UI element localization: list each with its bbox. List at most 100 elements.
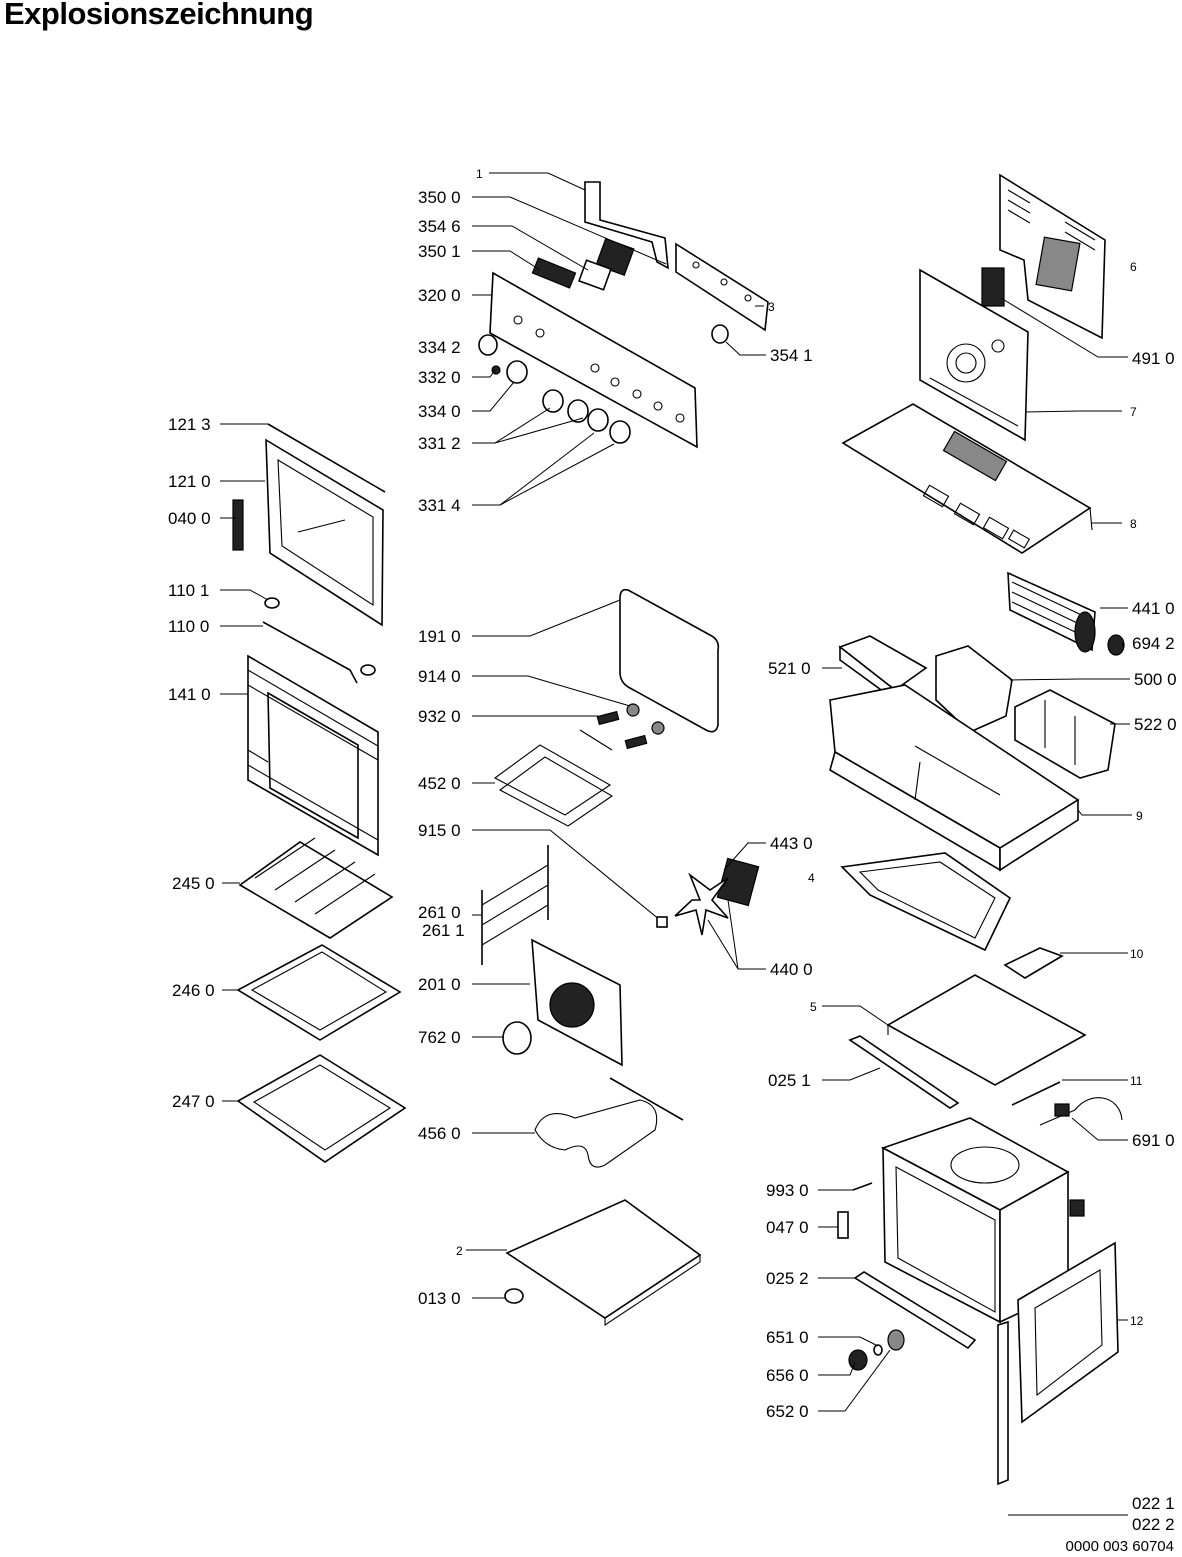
callout-261-1: 261 1 — [422, 921, 465, 940]
callout-354-6: 354 6 — [418, 217, 461, 236]
callout-025-1: 025 1 — [768, 1071, 811, 1090]
callout-914-0: 914 0 — [418, 667, 461, 686]
callout-3: 3 — [768, 300, 775, 314]
callout-141-0: 141 0 — [168, 685, 211, 704]
part-3-rear-plate — [675, 242, 769, 332]
part-932-0-spring — [596, 710, 648, 750]
callout-1: 1 — [476, 167, 483, 181]
callout-4: 4 — [808, 871, 815, 885]
part-12-frame — [1017, 1241, 1119, 1424]
callout-932-0: 932 0 — [418, 707, 461, 726]
callout-334-2: 334 2 — [418, 338, 461, 357]
callout-320-0: 320 0 — [418, 286, 461, 305]
callout-491-0: 491 0 — [1132, 349, 1175, 368]
callout-651-0: 651 0 — [766, 1328, 809, 1347]
part-5-side-plate — [886, 974, 1087, 1086]
part-022-door-strip — [997, 1320, 1009, 1486]
part-4-baffle — [840, 852, 1012, 952]
callout-452-0: 452 0 — [418, 774, 461, 793]
part-245-0-wire-shelf — [238, 837, 394, 939]
part-191-0-door-seal — [619, 588, 720, 733]
part-522-0-switch-block — [1014, 689, 1116, 779]
part-456-0-lower-heater — [534, 1077, 684, 1168]
callout-441-0: 441 0 — [1132, 599, 1175, 618]
callout-022-1: 022 1 — [1132, 1494, 1175, 1513]
part-121-0-door-frame — [265, 423, 386, 627]
part-491-0-terminal-block — [981, 267, 1005, 307]
callout-8: 8 — [1130, 517, 1137, 531]
part-201-0-fan-cover — [531, 938, 623, 1067]
callout-334-0: 334 0 — [418, 402, 461, 421]
callout-691-0: 691 0 — [1132, 1131, 1175, 1150]
part-040-0-hinge — [232, 499, 244, 551]
callout-443-0: 443 0 — [770, 834, 813, 853]
callout-201-0: 201 0 — [418, 975, 461, 994]
part-915-0-sensor — [549, 829, 668, 928]
document-number: 0000 003 60704 — [1065, 1538, 1174, 1555]
part-7-fan-panel — [919, 268, 1029, 442]
callout-456-0: 456 0 — [418, 1124, 461, 1143]
leader-lines — [220, 172, 1132, 1516]
part-control-knobs — [478, 334, 631, 444]
part-452-0-grill-heater — [493, 729, 614, 827]
part-354-1-cap — [711, 324, 729, 344]
callout-11: 11 — [1130, 1074, 1143, 1088]
callout-121-0: 121 0 — [168, 472, 211, 491]
part-914-0-nut — [626, 703, 665, 735]
callout-6: 6 — [1130, 260, 1137, 274]
callout-522-0: 522 0 — [1134, 715, 1177, 734]
part-320-0-control-fascia — [489, 271, 698, 449]
part-025-1-rail — [848, 1035, 960, 1109]
callout-652-0: 652 0 — [766, 1402, 809, 1421]
callout-025-2: 025 2 — [766, 1269, 809, 1288]
callout-047-0: 047 0 — [766, 1218, 809, 1237]
callout-331-2: 331 2 — [418, 434, 461, 453]
callout-656-0: 656 0 — [766, 1366, 809, 1385]
callout-247-0: 247 0 — [172, 1092, 215, 1111]
part-025-2-rail — [853, 1271, 977, 1350]
part-246-0-baking-tray — [236, 944, 402, 1041]
callout-245-0: 245 0 — [172, 874, 215, 893]
callout-694-2: 694 2 — [1132, 634, 1175, 653]
callout-500-0: 500 0 — [1134, 670, 1177, 689]
callout-022-2: 022 2 — [1132, 1515, 1175, 1534]
part-691-0-lamp-holder — [1039, 1097, 1123, 1126]
part-694-2-sensor — [1107, 634, 1125, 656]
part-350-0-control-module — [531, 237, 635, 291]
part-9-electronics-tray — [829, 684, 1080, 872]
callout-191-0: 191 0 — [418, 627, 461, 646]
callout-9: 9 — [1136, 809, 1143, 823]
callout-2: 2 — [456, 1244, 463, 1258]
part-440-0-fan-blade — [674, 872, 729, 936]
callout-5: 5 — [810, 1000, 817, 1014]
part-1-panel-bracket — [584, 181, 669, 270]
callout-440-0: 440 0 — [770, 960, 813, 979]
part-500-0-power-module — [935, 645, 1013, 733]
callout-261-0: 261 0 — [418, 903, 461, 922]
part-443-0-fan-motor — [716, 857, 760, 907]
callout-993-0: 993 0 — [766, 1181, 809, 1200]
part-261-shelf-supports — [481, 845, 549, 965]
callout-331-4: 331 4 — [418, 496, 461, 515]
part-10-bracket — [1003, 947, 1064, 979]
part-521-0-relay-board — [838, 635, 928, 702]
part-651-0-lamp-parts — [848, 1329, 905, 1371]
callout-521-0: 521 0 — [768, 659, 811, 678]
part-110-handle — [262, 597, 376, 684]
part-141-0-door-glass — [247, 654, 379, 857]
callout-246-0: 246 0 — [172, 981, 215, 1000]
part-047-0-clip — [837, 1211, 849, 1239]
callout-110-0: 110 0 — [168, 617, 209, 636]
part-2-floor-plate — [505, 1199, 702, 1327]
callout-121-3: 121 3 — [168, 415, 211, 434]
part-441-0-cooling-fan — [1007, 571, 1096, 653]
part-6-rear-cover — [999, 173, 1106, 340]
callout-350-1: 350 1 — [418, 242, 461, 261]
callout-354-1: 354 1 — [770, 346, 813, 365]
part-993-0-screw — [852, 1182, 873, 1191]
callout-332-0: 332 0 — [418, 368, 461, 387]
callout-12: 12 — [1130, 1314, 1144, 1328]
page-title: Explosionszeichnung — [4, 0, 314, 31]
part-11-strip — [1011, 1081, 1061, 1106]
